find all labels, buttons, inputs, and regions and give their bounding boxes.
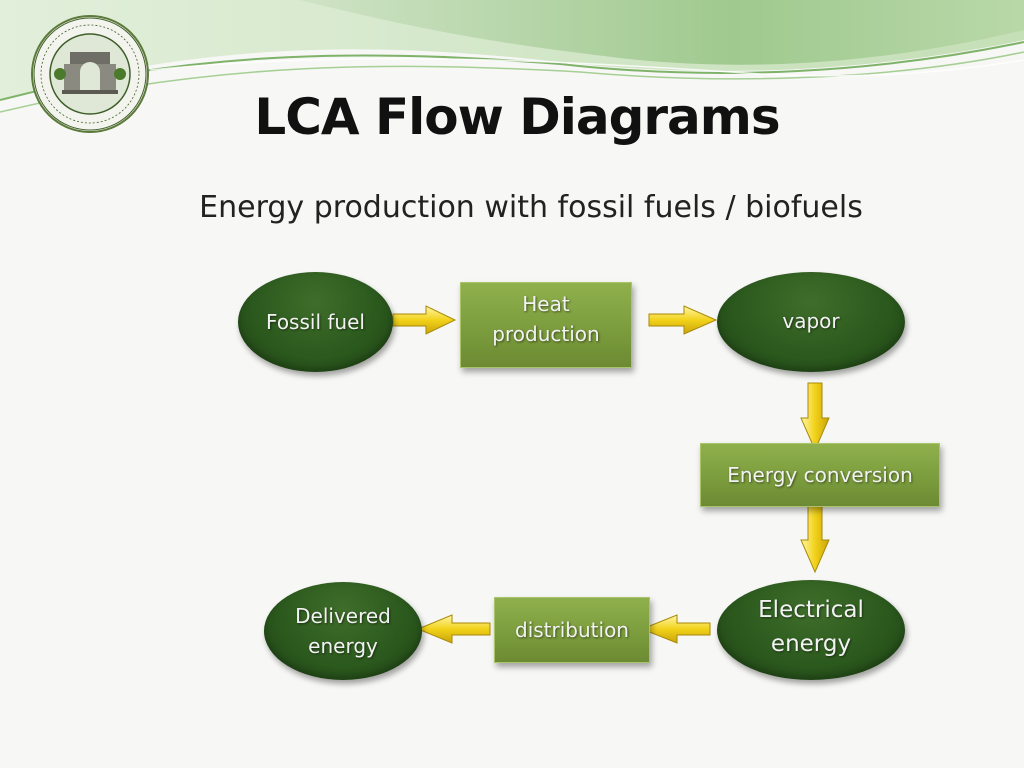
node-energy-conversion: Energy conversion: [700, 443, 940, 507]
node-vapor: vapor: [717, 272, 905, 372]
header-swoosh: [0, 0, 1024, 113]
arrow-distribution-to-delivered: [416, 614, 491, 644]
node-heat-production-label: Heat production: [492, 292, 600, 346]
node-fossil-fuel: Fossil fuel: [238, 272, 393, 372]
slide-subtitle: Energy production with fossil fuels / bi…: [199, 190, 863, 225]
node-distribution-label: distribution: [515, 618, 629, 642]
node-energy-conversion-label: Energy conversion: [727, 463, 913, 487]
arrow-heat-to-vapor: [648, 305, 718, 335]
slide-title: LCA Flow Diagrams: [254, 88, 780, 146]
node-electrical-energy-label: Electrical energy: [758, 597, 864, 657]
arrow-electrical-to-distribution: [640, 614, 711, 644]
arrow-conversion-to-electrical: [800, 504, 830, 574]
university-seal-icon: [31, 15, 149, 133]
node-distribution: distribution: [494, 597, 650, 663]
node-vapor-label: vapor: [782, 309, 840, 333]
node-delivered-energy-label: Delivered energy: [295, 604, 391, 658]
node-delivered-energy: Delivered energy: [264, 582, 422, 680]
arrow-fossil-to-heat: [392, 305, 457, 335]
node-heat-production: Heat production: [460, 282, 632, 368]
node-electrical-energy: Electrical energy: [717, 580, 905, 680]
arrow-vapor-to-conversion: [800, 382, 830, 452]
node-fossil-fuel-label: Fossil fuel: [266, 310, 365, 334]
